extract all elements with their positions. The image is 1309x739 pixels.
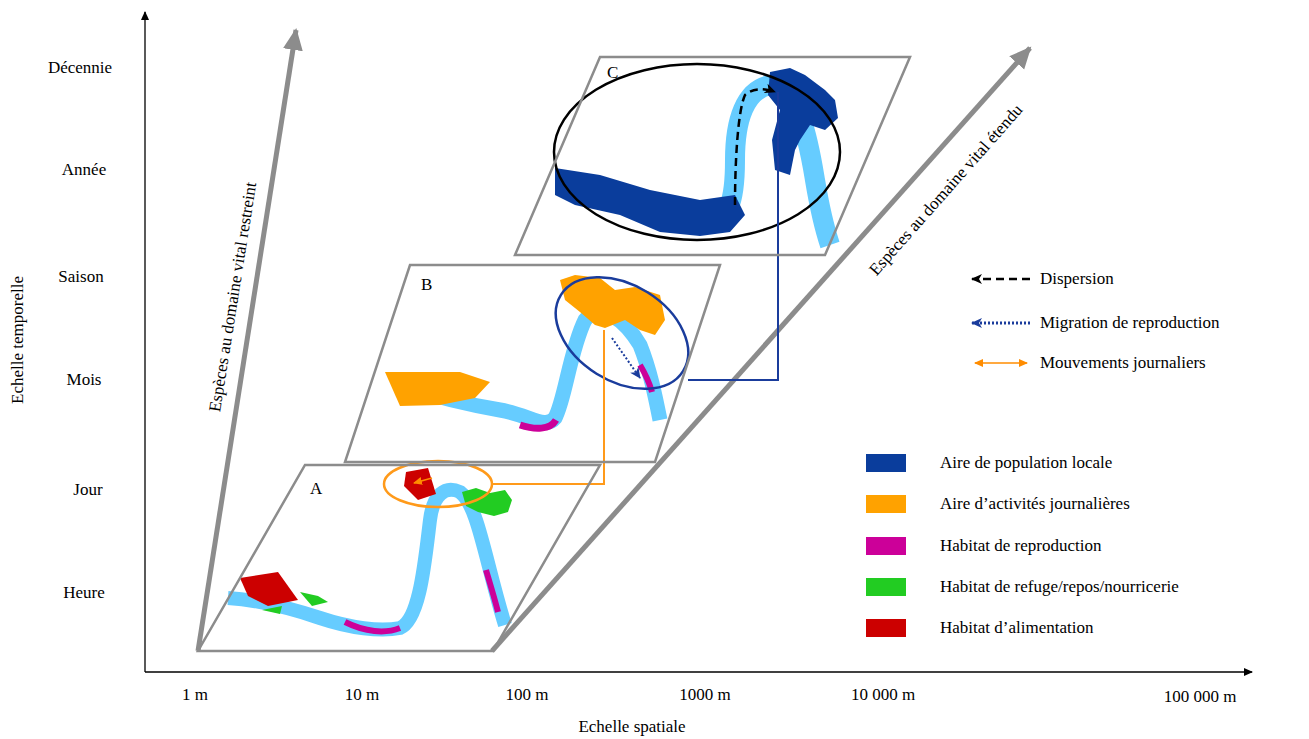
legend-text: Dispersion [1040,269,1114,289]
legend-swatch [866,454,906,472]
panel-letter: B [421,275,432,295]
legend-text: Migration de reproduction [1040,313,1219,333]
axis-label: 10 m [345,685,379,705]
axis-label: 100 m [506,685,549,705]
panel-outline [515,57,910,255]
panel-parallelogram: C [515,57,910,255]
panel-parallelogram: B [345,265,720,462]
legend-text: Habitat d’alimentation [940,618,1093,638]
axis-label: Heure [63,583,105,603]
legend-text: Habitat de refuge/repos/nourricerie [940,577,1179,597]
legend-swatch [866,619,906,637]
legend-swatch [866,537,906,555]
axis-label: 10 000 m [851,685,915,705]
axis-label: Année [62,160,106,180]
legend-text: Mouvements journaliers [1040,353,1206,373]
axis-label: 100 000 m [1164,687,1237,707]
axis-label: Echelle spatiale [578,717,685,737]
axis-label: 1 m [182,685,208,705]
legend-text: Aire de population locale [940,453,1112,473]
panel-outline [198,465,600,651]
panel-letter: C [607,63,618,83]
axis-label: Décennie [48,58,112,78]
axis-label: Mois [67,370,102,390]
legend-swatch [866,578,906,596]
axis-label: Saison [58,267,103,287]
panel-outline [345,265,720,462]
panel-parallelogram: A [198,465,600,651]
legend-text: Habitat de reproduction [940,536,1101,556]
legend-swatch [866,495,906,513]
axis-label: Echelle temporelle [8,276,28,404]
legend-text: Aire d’activités journalières [940,494,1130,514]
axis-label: Espèces au domaine vital étendu [865,100,1027,279]
axis-label: Jour [73,480,102,500]
panel-letter: A [310,479,322,499]
axis-label: 1000 m [679,685,730,705]
connector-line [688,92,778,380]
